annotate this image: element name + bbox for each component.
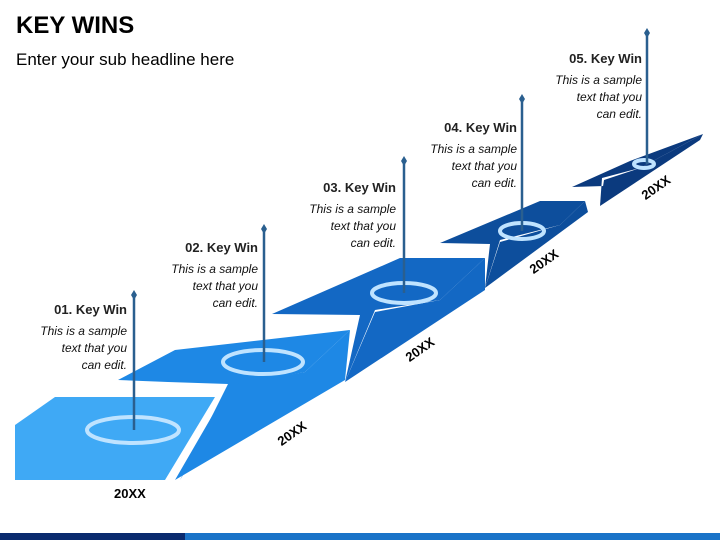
key-win-4: 04. Key Win This is a sample text that y… xyxy=(430,120,517,192)
key-win-1: 01. Key Win This is a sample text that y… xyxy=(40,302,127,374)
step-2-panel xyxy=(118,330,350,480)
key-win-4-line-2: text that you xyxy=(451,159,517,173)
key-win-3-text: This is a sample text that you can edit. xyxy=(309,201,396,252)
bottom-bar-dark xyxy=(0,533,185,540)
key-win-2-line-3: can edit. xyxy=(212,296,258,310)
step-3-arrow xyxy=(345,258,485,382)
key-win-2-text: This is a sample text that you can edit. xyxy=(171,261,258,312)
key-win-5-line-1: This is a sample xyxy=(555,73,642,87)
key-win-3-line-2: text that you xyxy=(330,219,396,233)
step-5-ring xyxy=(632,158,656,170)
key-win-2-line-2: text that you xyxy=(192,279,258,293)
key-win-3-line-3: can edit. xyxy=(350,236,396,250)
key-win-3: 03. Key Win This is a sample text that y… xyxy=(309,180,396,252)
year-label-1: 20XX xyxy=(114,486,146,501)
step-2-arrow xyxy=(175,330,350,480)
page-title: KEY WINS xyxy=(16,12,135,39)
key-win-4-line-3: can edit. xyxy=(471,176,517,190)
key-win-4-line-1: This is a sample xyxy=(430,142,517,156)
step-4-arrow xyxy=(485,201,588,288)
step-1-panel xyxy=(15,397,215,480)
step-5-arrow xyxy=(600,134,703,206)
key-win-1-heading: 01. Key Win xyxy=(54,302,127,317)
key-win-3-heading: 03. Key Win xyxy=(323,180,396,195)
step-1-pin xyxy=(131,290,137,430)
key-win-5-text: This is a sample text that you can edit. xyxy=(555,72,642,123)
key-win-5-heading: 05. Key Win xyxy=(569,51,642,66)
key-win-1-line-1: This is a sample xyxy=(40,324,127,338)
step-4-panel xyxy=(440,201,585,288)
key-win-1-line-2: text that you xyxy=(61,341,127,355)
step-3-pin xyxy=(401,156,407,293)
key-win-2-heading: 02. Key Win xyxy=(185,240,258,255)
key-win-1-text: This is a sample text that you can edit. xyxy=(40,323,127,374)
bottom-bar-light xyxy=(185,533,720,540)
key-win-5-line-3: can edit. xyxy=(596,107,642,121)
key-win-1-line-3: can edit. xyxy=(81,358,127,372)
key-win-4-text: This is a sample text that you can edit. xyxy=(430,141,517,192)
key-win-5-line-2: text that you xyxy=(576,90,642,104)
step-4-pin xyxy=(519,94,525,231)
key-win-3-line-1: This is a sample xyxy=(309,202,396,216)
page-subtitle: Enter your sub headline here xyxy=(16,50,235,69)
step-5-pin xyxy=(644,28,650,164)
bottom-accent-bar xyxy=(0,533,720,540)
step-2-pin xyxy=(261,224,267,362)
key-win-2: 02. Key Win This is a sample text that y… xyxy=(171,240,258,312)
key-win-5: 05. Key Win This is a sample text that y… xyxy=(555,51,642,123)
key-win-4-heading: 04. Key Win xyxy=(444,120,517,135)
key-win-2-line-1: This is a sample xyxy=(171,262,258,276)
